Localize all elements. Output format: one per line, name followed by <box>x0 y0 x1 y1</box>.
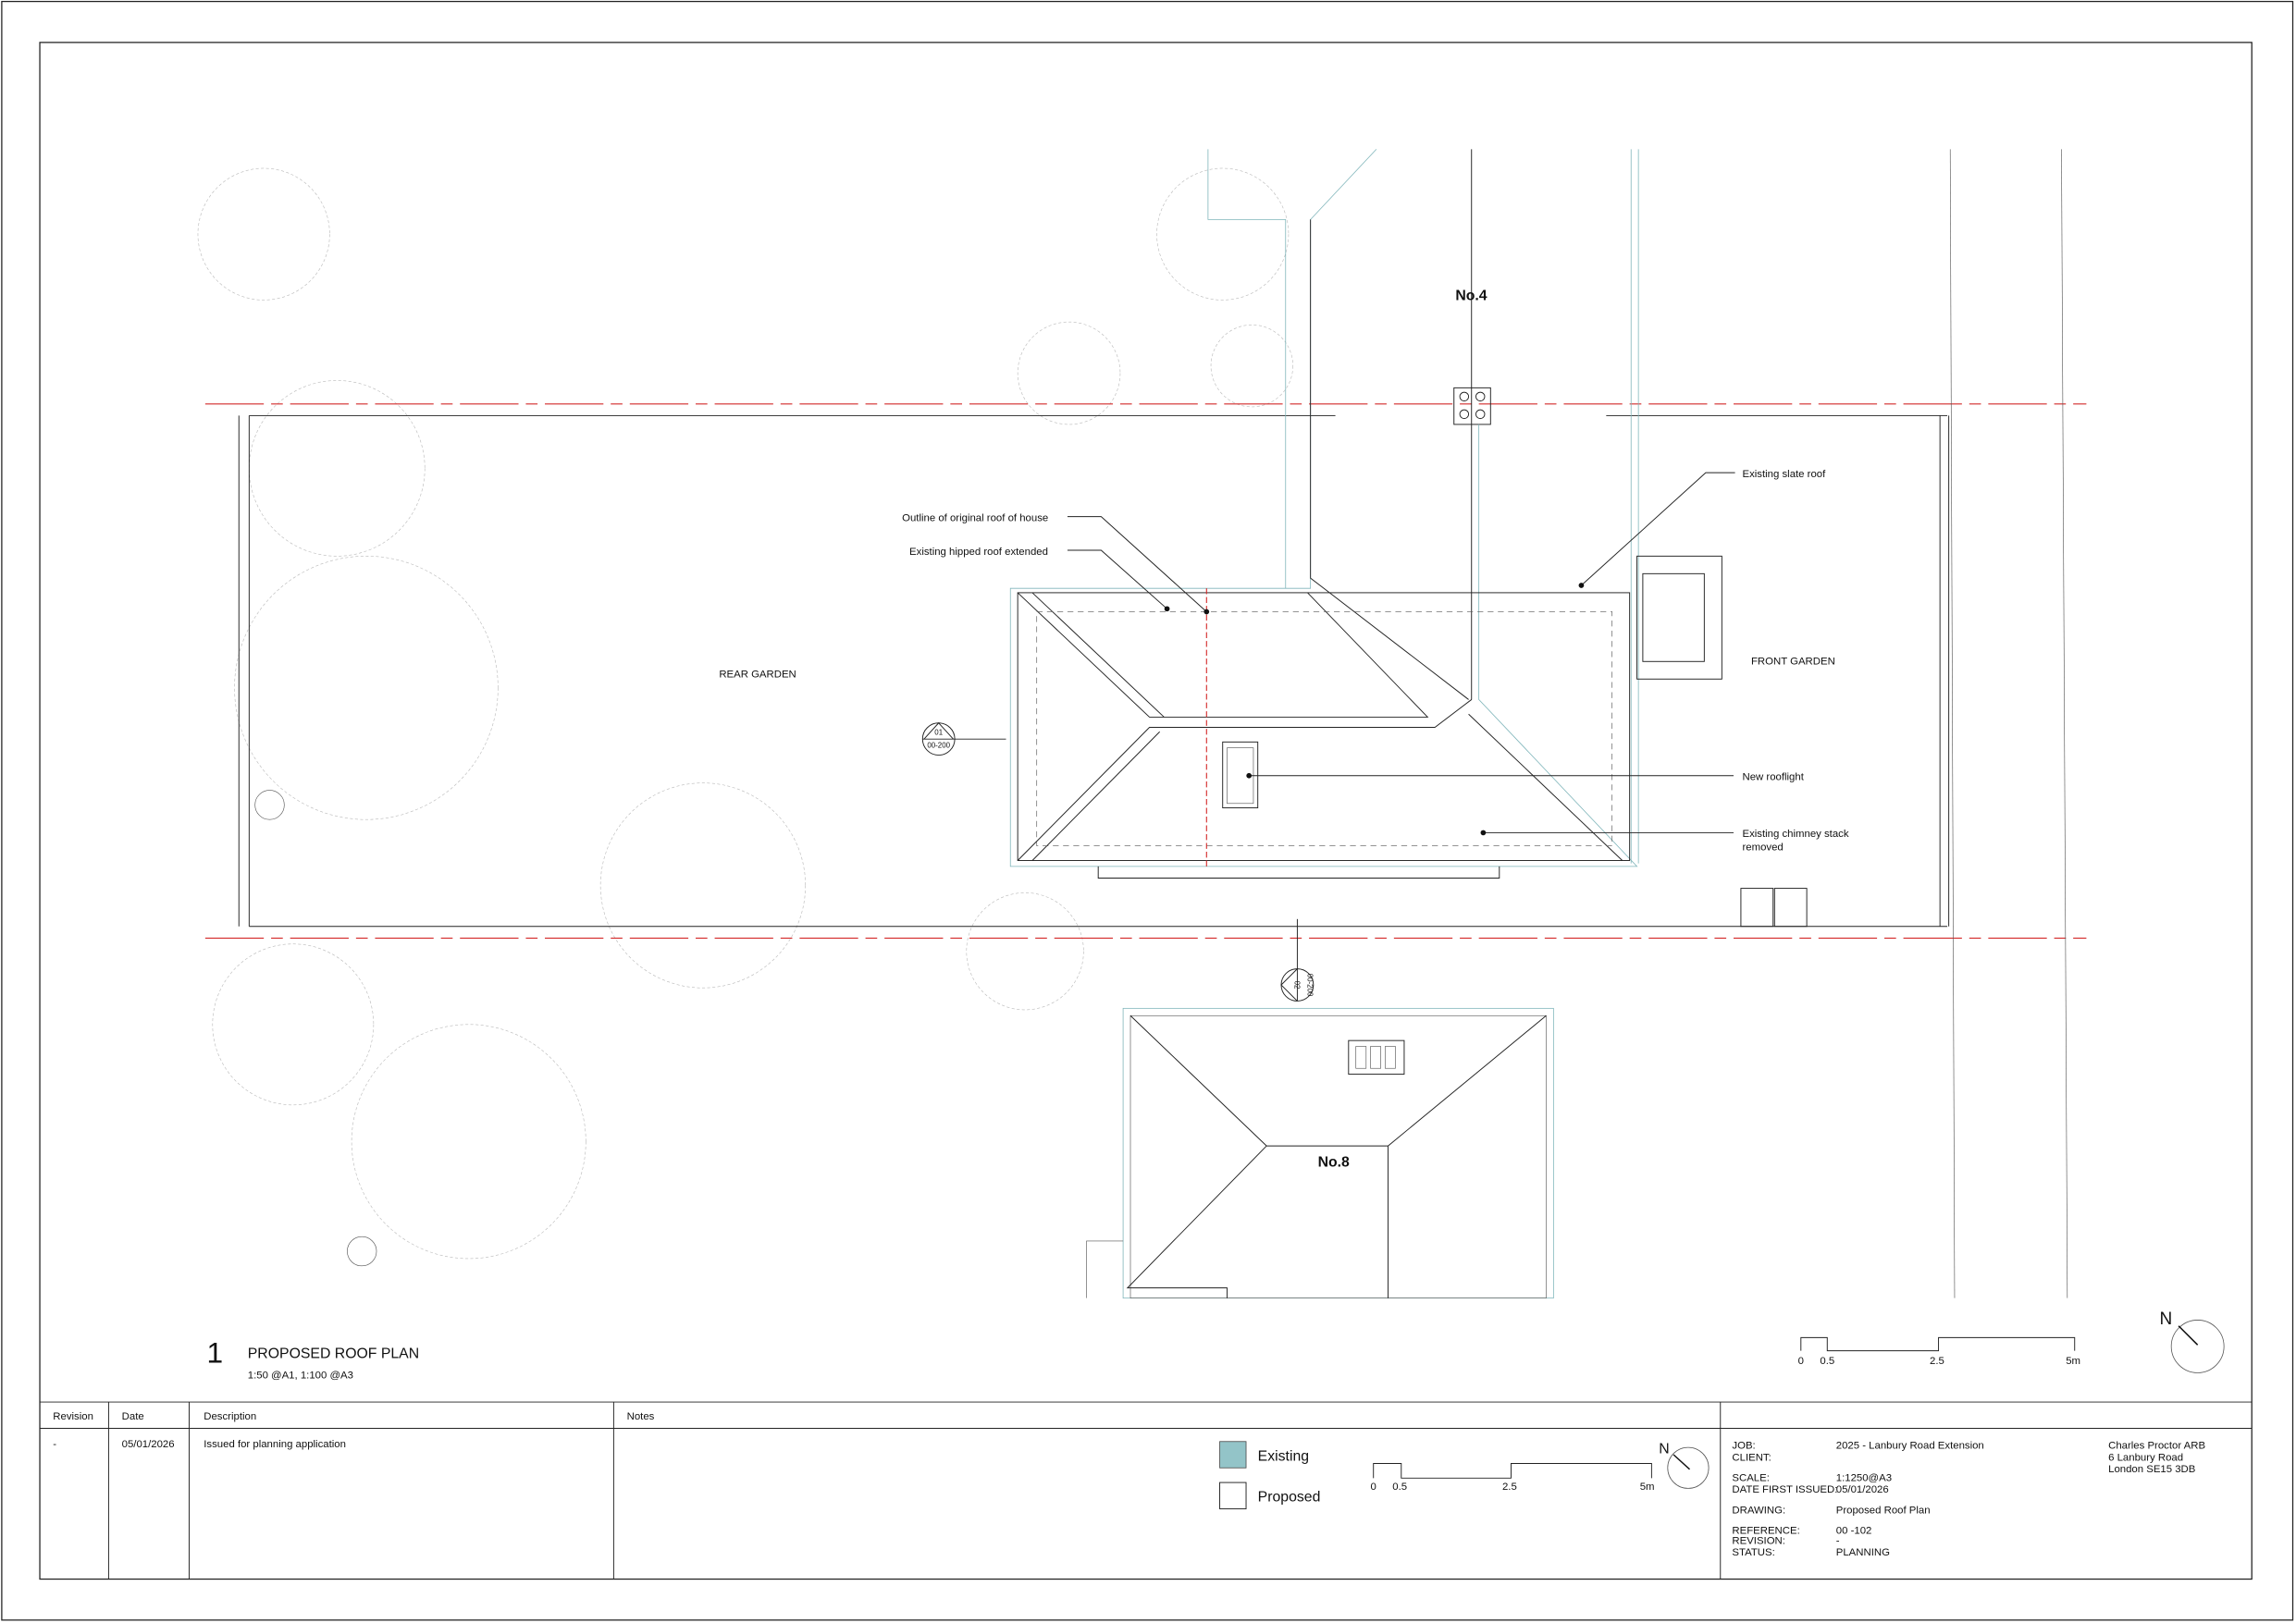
label-no8: No.8 <box>1318 1154 1350 1170</box>
plan-north: N <box>2160 1309 2173 1329</box>
plan-scale-bar-1: 0.5 <box>1820 1356 1834 1367</box>
revisions-headers-1: Date <box>122 1411 144 1422</box>
title-block-revision-label: REVISION: <box>1732 1536 1785 1547</box>
revisions-headers-3: Notes <box>627 1411 655 1422</box>
legend-swatch-proposed <box>1219 1482 1247 1510</box>
annotation-slate-roof: Existing slate roof <box>1742 469 1826 480</box>
title-block: JOB: 2025 - Lanbury Road Extension CLIEN… <box>1732 1441 2205 1559</box>
plan-scale-bar-2: 2.5 <box>1930 1356 1944 1367</box>
title-block-drawing-label: DRAWING: <box>1732 1505 1785 1516</box>
revision-table: Revision Date Description Notes - 05/01/… <box>40 1401 2253 1580</box>
title-block-revision: - <box>1836 1536 1840 1547</box>
annotation-hipped-extended: Existing hipped roof extended <box>909 547 1048 558</box>
plan-scale-bar-0: 0 <box>1798 1356 1804 1367</box>
plan-scale-bar-3: 5m <box>2066 1356 2080 1367</box>
annotations: Outline of original roof of house Existi… <box>902 469 1849 854</box>
title-block-status-label: STATUS: <box>1732 1547 1774 1558</box>
title-block-reference: 00 -102 <box>1836 1525 1872 1536</box>
view-number: 1 <box>206 1335 223 1369</box>
section-marker-01[interactable]: 01 00-200 <box>921 722 1006 756</box>
legend-scale-bar-3: 5m <box>1640 1482 1655 1493</box>
plan-section-markers-0-num: 01 <box>934 728 943 736</box>
title-block-scale-label: SCALE: <box>1732 1472 1769 1483</box>
house-roof <box>1009 149 1638 879</box>
rooflight <box>1222 741 1259 809</box>
title-block-address-1: 6 Lanbury Road <box>2108 1452 2183 1463</box>
title-block-date-label: DATE FIRST ISSUED: <box>1732 1484 1837 1495</box>
drawing-frame <box>39 42 2253 1580</box>
tree-hatching <box>197 167 1293 1267</box>
north-arrow: N <box>2160 1309 2225 1373</box>
plan-section-markers-0-ref: 00-200 <box>927 742 950 750</box>
label-front-garden: FRONT GARDEN <box>1751 656 1835 667</box>
legend-north: N <box>1659 1441 1669 1457</box>
job-name: 2025 - Lanbury Road Extension <box>1836 1441 1984 1452</box>
revisions-headers-2: Description <box>204 1411 256 1422</box>
annotation-chimney-2: removed <box>1742 842 1783 853</box>
title-block-date: 05/01/2026 <box>1836 1484 1889 1495</box>
annotation-rooflight: New rooflight <box>1742 771 1804 782</box>
title-block-address-0: Charles Proctor ARB <box>2108 1441 2205 1452</box>
revisions-rows-0-revision: - <box>53 1439 56 1450</box>
legend-existing: Existing <box>1258 1448 1309 1464</box>
legend-swatch-existing <box>1219 1441 1247 1469</box>
legend: Existing Proposed 0 0.5 2.5 5m N <box>1219 1441 1710 1510</box>
title-block-reference-label: REFERENCE: <box>1732 1525 1799 1536</box>
revisions-rows-0-description: Issued for planning application <box>204 1439 346 1450</box>
label-rear-garden: REAR GARDEN <box>719 670 796 681</box>
neighbour-no8 <box>1086 1007 1554 1299</box>
site-boundaries <box>204 149 2087 1298</box>
legend-scale-bar-2: 2.5 <box>1502 1482 1517 1493</box>
legend-scale-bar-0: 0 <box>1371 1482 1376 1493</box>
label-no4: No.4 <box>1455 288 1487 303</box>
plan-section-markers-1-num: 02 <box>1292 981 1301 990</box>
legend-scale-bar-1: 0.5 <box>1392 1482 1407 1493</box>
title-block-client-label: CLIENT: <box>1732 1452 1771 1463</box>
revisions-rows-0-date: 05/01/2026 <box>122 1439 175 1450</box>
status: PLANNING <box>1836 1547 1890 1558</box>
title-block-address-2: London SE15 3DB <box>2108 1464 2195 1475</box>
annotation-outline-original: Outline of original roof of house <box>902 512 1048 523</box>
title-block-scale: 1:1250@A3 <box>1836 1472 1892 1483</box>
plan-section-markers-1-ref: 00-200 <box>1305 974 1314 997</box>
section-marker-02[interactable]: 02 00-200 <box>1280 918 1314 1002</box>
view-title: PROPOSED ROOF PLAN <box>248 1346 419 1362</box>
view-scale: 1:50 @A1, 1:100 @A3 <box>248 1371 353 1382</box>
title-block-job-label: JOB: <box>1732 1441 1755 1452</box>
revisions-headers-0: Revision <box>53 1411 93 1422</box>
legend-proposed: Proposed <box>1258 1490 1321 1506</box>
drawing-name: Proposed Roof Plan <box>1836 1505 1931 1516</box>
table-row: - 05/01/2026 Issued for planning applica… <box>53 1439 346 1450</box>
annotation-chimney: Existing chimney stack <box>1742 829 1848 840</box>
scale-bar: 0 0.5 2.5 5m <box>1798 1336 2080 1367</box>
